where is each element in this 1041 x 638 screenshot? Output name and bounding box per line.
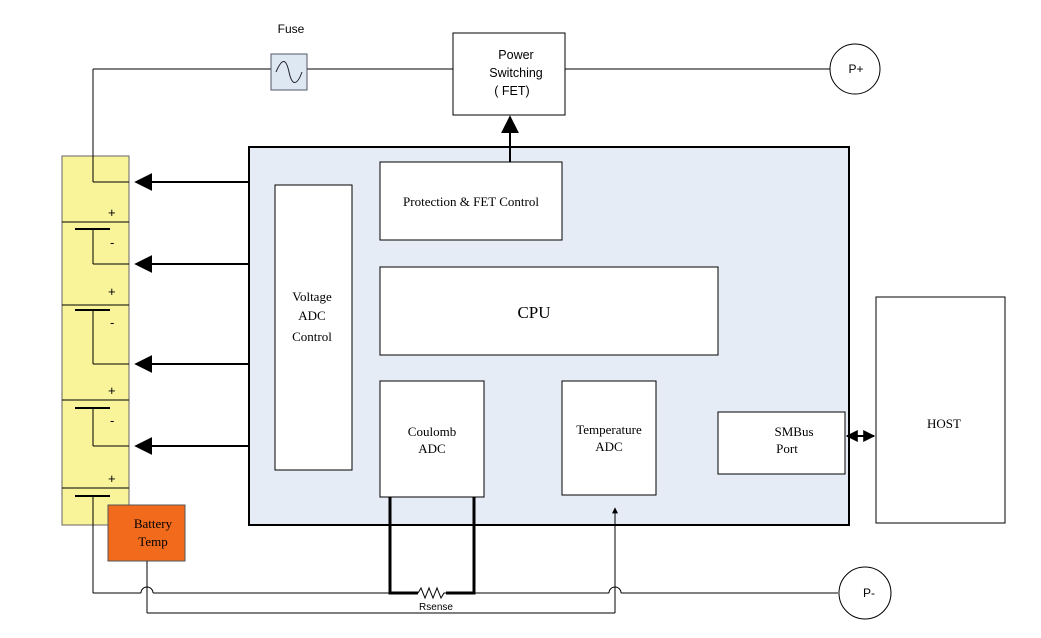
cell-plus-3: + bbox=[108, 383, 116, 398]
coulomb-adc-line2: ADC bbox=[418, 441, 445, 456]
battery-temp-line1: Battery bbox=[134, 516, 173, 531]
top-wire bbox=[92, 68, 830, 156]
cpu-block bbox=[379, 266, 719, 356]
smbus-port-line2: Port bbox=[776, 441, 798, 456]
temperature-adc-block bbox=[561, 380, 657, 496]
battery-temp-sensor bbox=[107, 504, 186, 562]
cell-plus-2: + bbox=[108, 284, 116, 299]
cell-plus-4: + bbox=[108, 471, 116, 486]
power-switching-line3: ( FET) bbox=[494, 84, 529, 98]
p-plus-terminal bbox=[829, 43, 881, 95]
p-minus-terminal bbox=[838, 566, 892, 620]
voltage-adc-line2: ADC bbox=[298, 308, 325, 323]
fuse-label: Fuse bbox=[278, 22, 305, 36]
host-label: HOST bbox=[927, 416, 961, 431]
rsense-leads bbox=[388, 497, 476, 595]
cpu-label: CPU bbox=[517, 303, 550, 322]
rsense-resistor-icon bbox=[417, 586, 446, 600]
coulomb-adc-line1: Coulomb bbox=[408, 424, 456, 439]
cell-minus-1: - bbox=[110, 235, 114, 250]
battery-cells bbox=[62, 156, 129, 525]
cell-plus-1: + bbox=[108, 205, 116, 220]
p-minus-label: P- bbox=[863, 586, 875, 600]
host-block bbox=[875, 296, 1006, 524]
cell-minus-2: - bbox=[110, 315, 114, 330]
power-switching-line2: Switching bbox=[489, 66, 543, 80]
bottom-wiring bbox=[92, 507, 838, 614]
voltage-adc-line3: Control bbox=[292, 329, 332, 344]
protection-fet-control-block bbox=[379, 161, 563, 241]
power-switching-block bbox=[452, 32, 566, 116]
temperature-adc-line2: ADC bbox=[595, 439, 622, 454]
rsense-label: Rsense bbox=[419, 602, 453, 613]
voltage-adc-block bbox=[274, 184, 353, 471]
protection-fet-control-label: Protection & FET Control bbox=[403, 194, 539, 209]
temperature-adc-line1: Temperature bbox=[576, 422, 642, 437]
smbus-port-block bbox=[717, 411, 846, 475]
cell-minus-3: - bbox=[110, 413, 114, 428]
power-switching-line1: Power bbox=[498, 48, 533, 62]
smbus-port-line1: SMBus bbox=[774, 424, 813, 439]
coulomb-adc-block bbox=[379, 380, 485, 498]
battery-pack bbox=[61, 155, 130, 526]
battery-temp-line2: Temp bbox=[138, 534, 167, 549]
voltage-adc-line1: Voltage bbox=[292, 289, 332, 304]
p-plus-label: P+ bbox=[848, 62, 863, 76]
cell-sense-arrows bbox=[134, 173, 249, 455]
